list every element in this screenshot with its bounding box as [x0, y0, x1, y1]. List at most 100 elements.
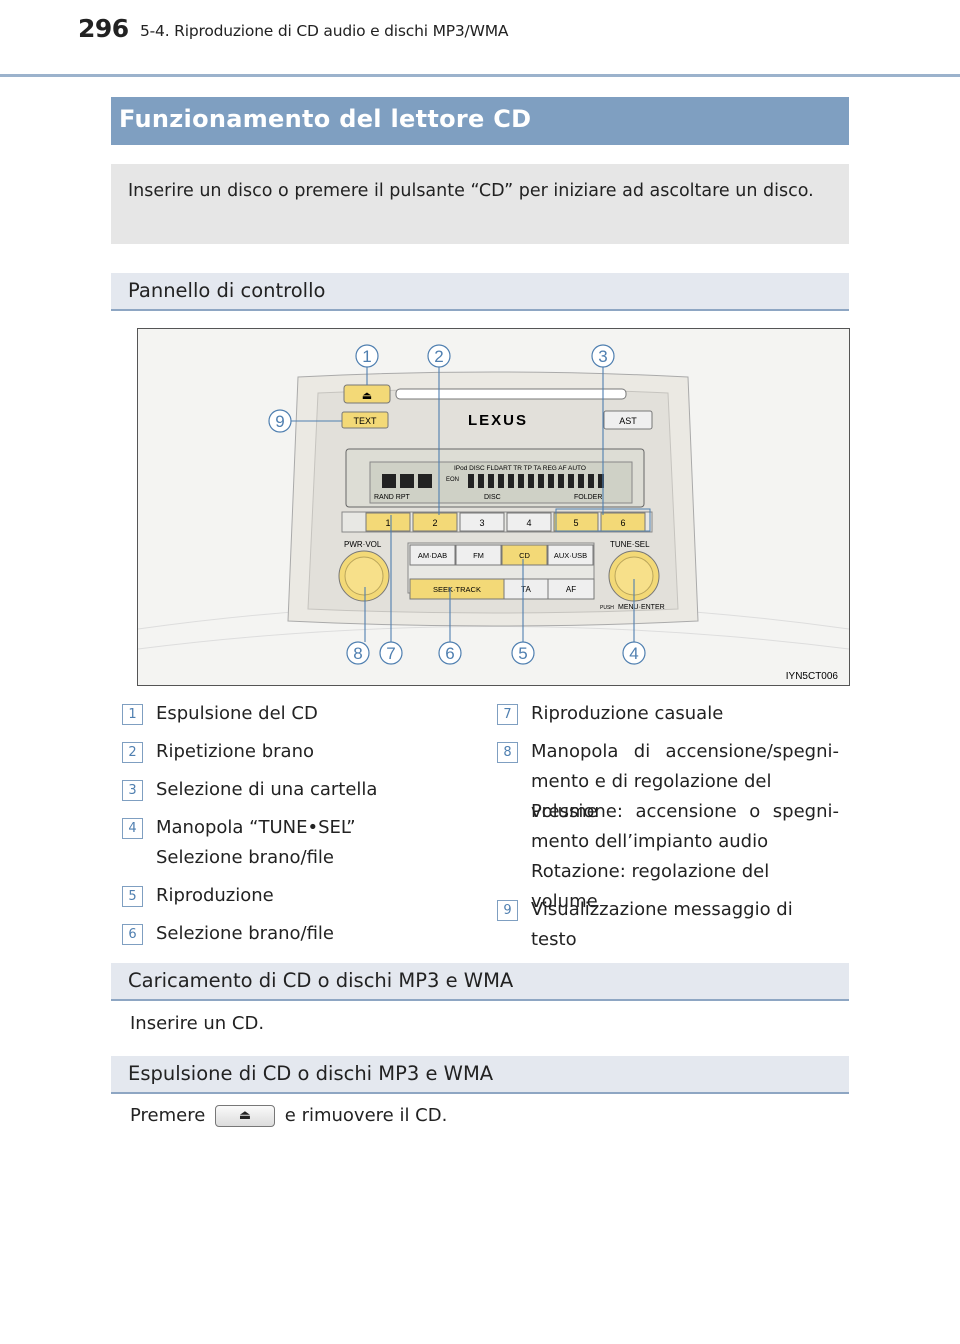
- figure-code: IYN5CT006: [786, 671, 839, 682]
- audio-unit-illustration: ⏏ TEXT LEXUS AST IPod DISC FLDART TR TP …: [138, 344, 849, 682]
- af-button-illus: [547, 578, 595, 600]
- item-text-4-1: Selezione brano/file: [156, 847, 334, 868]
- item-text-5-0: Riproduzione: [156, 885, 274, 906]
- subheading-text: Caricamento di CD o dischi MP3 e WMA: [128, 969, 514, 992]
- source-label-3: AUX·USB: [554, 551, 587, 560]
- page-number: 296: [78, 14, 129, 43]
- callout-circle-6: [438, 641, 462, 665]
- seek-track-label: SEEK·TRACK: [433, 585, 481, 594]
- callout-number-2: 2: [434, 347, 443, 366]
- item-number-4: 4: [122, 818, 143, 839]
- text-button-label: TEXT: [353, 416, 377, 426]
- source-label-0: AM·DAB: [418, 551, 447, 560]
- preset-label-1: 1: [385, 518, 390, 528]
- callout-number-1: 1: [362, 347, 371, 366]
- menu-enter-label: MENU·ENTER: [618, 604, 665, 611]
- ejecting-text: Premere ⏏ e rimuovere il CD.: [130, 1105, 447, 1127]
- control-panel-figure: ⏏ TEXT LEXUS AST IPod DISC FLDART TR TP …: [137, 328, 850, 686]
- callout-circle-1: [355, 344, 379, 368]
- subheading-text: Pannello di controllo: [128, 279, 326, 302]
- pwr-vol-label: PWR·VOL: [344, 540, 382, 549]
- preset-button-3: [459, 512, 505, 532]
- item-number-8: 8: [497, 742, 518, 763]
- item-text-3-0: Selezione di una cartella: [156, 779, 378, 800]
- item-text-8-4: Rotazione: regolazione del volume: [531, 861, 770, 912]
- source-label-1: FM: [473, 551, 484, 560]
- item-text-6-0: Selezione brano/file: [156, 923, 334, 944]
- callout-circle-8: [346, 641, 370, 665]
- preset-button-1: [365, 512, 411, 532]
- source-buttons: AM·DAB FM CD AUX·USB: [409, 544, 594, 566]
- callout-circle-3: [591, 344, 615, 368]
- callout-circle-2: [427, 344, 451, 368]
- callout-circle-7: [379, 641, 403, 665]
- section-title-band: Funzionamento del lettore CD: [111, 97, 849, 145]
- callout-markers: 1 2 3 4 5 6 7 8 9: [268, 344, 646, 665]
- subheading-loading: Caricamento di CD o dischi MP3 e WMA: [111, 963, 849, 1001]
- callout-number-3: 3: [598, 347, 607, 366]
- item-text-4-0: Manopola “TUNE•SEL”: [156, 817, 356, 838]
- header-rule: [0, 74, 960, 77]
- preset-label-4: 4: [526, 518, 531, 528]
- item-text-1-0: Espulsione del CD: [156, 703, 318, 724]
- source-button-0: [409, 544, 456, 566]
- ast-button-illus: [603, 410, 653, 430]
- push-label: PUSH: [600, 605, 614, 611]
- callout-number-6: 6: [445, 644, 454, 663]
- eject-text-before: Premere: [130, 1105, 206, 1126]
- source-label-2: CD: [519, 551, 530, 560]
- intro-box: Inserire un disco o premere il pulsante …: [111, 164, 849, 244]
- source-button-1: [455, 544, 502, 566]
- callout-circle-9: [268, 409, 292, 433]
- preset-buttons: 1 2 3 4 5 6: [365, 512, 646, 532]
- eject-button-icon: ⏏: [215, 1105, 276, 1127]
- subheading-ejecting: Espulsione di CD o dischi MP3 e WMA: [111, 1056, 849, 1094]
- item-text-9-0: Visualizzazione messaggio di testo: [531, 899, 793, 950]
- callout-number-7: 7: [386, 644, 395, 663]
- display-top-text: IPod DISC FLDART TR TP TA REG AF AUTO: [454, 465, 586, 472]
- display-disc: DISC: [484, 494, 501, 501]
- item-text-8-0: Manopola di accensione/spegni-: [531, 741, 839, 762]
- text-button-illus: [341, 411, 389, 429]
- ast-button-label: AST: [619, 416, 637, 426]
- item-number-6: 6: [122, 924, 143, 945]
- preset-button-4: [506, 512, 552, 532]
- preset-label-6: 6: [620, 518, 625, 528]
- item-text-7-0: Riproduzione casuale: [531, 703, 724, 724]
- brand-logo: LEXUS: [468, 412, 528, 429]
- item-number-5: 5: [122, 886, 143, 907]
- af-label: AF: [566, 585, 576, 594]
- source-button-2: [501, 544, 548, 566]
- preset-label-5: 5: [573, 518, 578, 528]
- eject-symbol: ⏏: [362, 390, 372, 402]
- intro-text: Inserire un disco o premere il pulsante …: [128, 181, 814, 201]
- item-number-7: 7: [497, 704, 518, 725]
- preset-label-2: 2: [432, 518, 437, 528]
- item-number-3: 3: [122, 780, 143, 801]
- preset-button-2: [412, 512, 458, 532]
- callout-number-8: 8: [353, 644, 362, 663]
- item-number-9: 9: [497, 900, 518, 921]
- subheading-control-panel: Pannello di controllo: [111, 273, 849, 311]
- running-title: 5-4. Riproduzione di CD audio e dischi M…: [140, 22, 509, 40]
- item-number-2: 2: [122, 742, 143, 763]
- item-text-2-0: Ripetizione brano: [156, 741, 315, 762]
- preset-label-3: 3: [479, 518, 484, 528]
- callout-number-9: 9: [275, 412, 284, 431]
- section-title: Funzionamento del lettore CD: [119, 105, 532, 133]
- item-number-1: 1: [122, 704, 143, 725]
- display-eon: EON: [446, 477, 459, 483]
- item-text-8-2: Pressione: accensione o spegni-: [531, 801, 839, 822]
- loading-text: Inserire un CD.: [130, 1013, 265, 1034]
- display-folder: FOLDER: [574, 494, 602, 501]
- item-text-8-3: mento dell’impianto audio: [531, 831, 769, 852]
- callout-circle-5: [511, 641, 535, 665]
- callout-circle-4: [622, 641, 646, 665]
- display-rand-rpt: RAND RPT: [374, 494, 411, 501]
- tune-sel-label: TUNE·SEL: [610, 540, 650, 549]
- callout-number-4: 4: [629, 644, 638, 663]
- item-text-8-1: mento e di regolazione del volume: [531, 771, 772, 822]
- eject-text-after: e rimuovere il CD.: [284, 1105, 448, 1126]
- source-button-3: [547, 544, 594, 566]
- callout-number-5: 5: [518, 644, 527, 663]
